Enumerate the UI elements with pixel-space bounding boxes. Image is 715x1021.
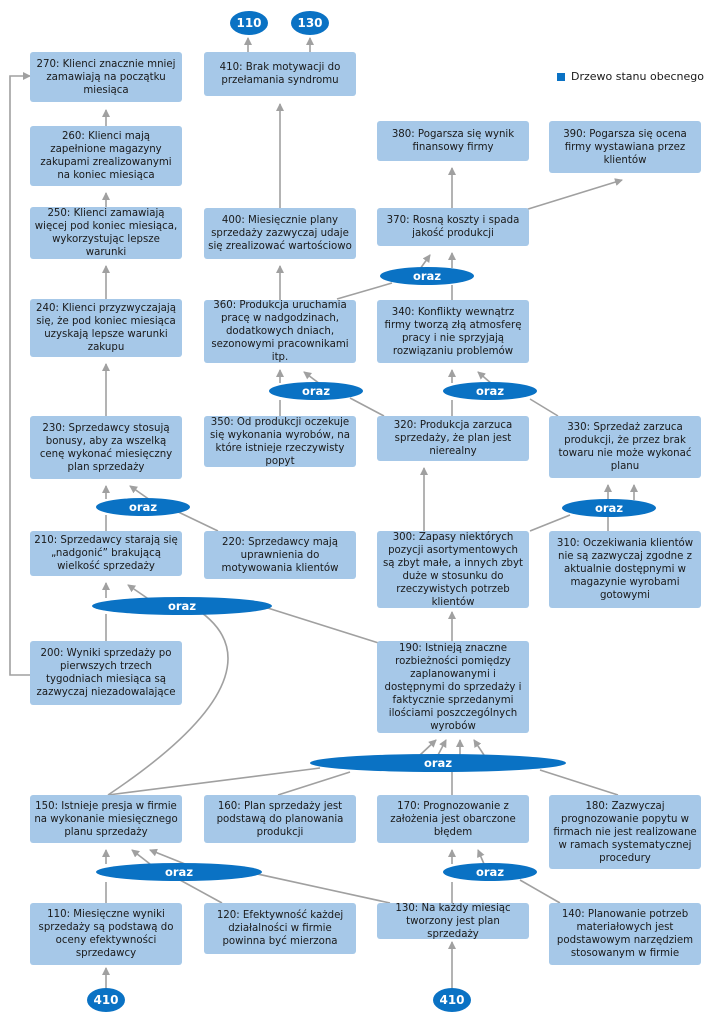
node-410: 410: Brak motywacji do przełamania syndr… (204, 52, 356, 96)
node-360: 360: Produkcja uruchamia pracę w nadgodz… (204, 300, 356, 363)
edge-300-oraz330 (529, 514, 571, 532)
edge-oraz150-150b (131, 849, 151, 865)
node-380: 380: Pogarsza się wynik finansowy firmy (377, 121, 529, 161)
and-oval-340: oraz (443, 382, 537, 400)
legend-label: Drzewo stanu obecnego (571, 70, 704, 83)
and-oval-190: oraz (310, 754, 566, 772)
node-350: 350: Od produkcji oczekuje się wykonania… (204, 416, 356, 467)
and-oval-330: oraz (562, 499, 656, 517)
node-180: 180: Zazwyczaj prognozowanie popytu w fi… (549, 795, 701, 869)
edge-140-oraz170 (519, 879, 561, 904)
edge-200-270-loop (9, 72, 31, 676)
node-390: 390: Pogarsza się ocena firmy wystawiana… (549, 121, 701, 173)
edge-150-oraz210-curve (107, 604, 229, 796)
node-160: 160: Plan sprzedaży jest podstawą do pla… (204, 795, 356, 843)
and-oval-170: oraz (443, 863, 537, 881)
node-140: 140: Planowanie potrzeb materiałowych je… (549, 903, 701, 965)
ref-410-bottom-right: 410 (433, 988, 471, 1012)
node-170: 170: Prognozowanie z założenia jest obar… (377, 795, 529, 843)
and-oval-150: oraz (96, 863, 262, 881)
edge-330-oraz340 (529, 398, 559, 417)
node-270: 270: Klienci znacznie mniej zamawiają na… (30, 52, 182, 102)
edge-oraz190-190a (419, 739, 437, 756)
node-200: 200: Wyniki sprzedaży po pierwszych trze… (30, 641, 182, 705)
edge-120-oraz150 (179, 879, 223, 904)
legend-swatch (557, 72, 565, 81)
node-330: 330: Sprzedaż zarzuca produkcji, że prze… (549, 416, 701, 478)
edge-oraz190-190b (437, 739, 447, 756)
node-240: 240: Klienci przyzwyczajają się, że pod … (30, 299, 182, 357)
node-370: 370: Rosną koszty i spada jakość produkc… (377, 208, 529, 246)
node-190: 190: Istnieją znaczne rozbieżności pomię… (377, 641, 529, 733)
and-oval-370: oraz (380, 267, 474, 285)
edge-oraz190-190d (473, 739, 485, 756)
ref-130-top: 130 (291, 11, 329, 35)
node-120: 120: Efektywność każdej działalności w f… (204, 903, 356, 954)
node-230: 230: Sprzedawcy stosują bonusy, aby za w… (30, 416, 182, 479)
edge-190-oraz210 (254, 603, 386, 646)
ref-410-bottom-left: 410 (87, 988, 125, 1012)
node-220: 220: Sprzedawcy mają uprawnienia do moty… (204, 531, 356, 579)
node-210: 210: Sprzedawcy starają się „nadgonić” b… (30, 531, 182, 576)
node-150: 150: Istnieje presja w firmie na wykonan… (30, 795, 182, 843)
edge-oraz230-230b (129, 485, 151, 501)
edge-160-oraz190 (277, 771, 351, 796)
legend: Drzewo stanu obecnego (557, 70, 704, 83)
edge-360-oraz370 (336, 282, 393, 300)
edge-180-oraz190 (539, 769, 619, 796)
node-130: 130: Na każdy miesiąc tworzony jest plan… (377, 903, 529, 940)
ref-110-top: 110 (230, 11, 268, 35)
node-300: 300: Zapasy niektórych pozycji asortymen… (377, 531, 529, 608)
node-400: 400: Miesięcznie plany sprzedaży zazwycz… (204, 208, 356, 259)
node-310: 310: Oczekiwania klientów nie są zazwycz… (549, 531, 701, 608)
and-oval-210: oraz (92, 597, 272, 615)
node-320: 320: Produkcja zarzuca sprzedaży, że pla… (377, 416, 529, 461)
node-260: 260: Klienci mają zapełnione magazyny za… (30, 126, 182, 186)
edge-150-oraz190 (107, 767, 321, 796)
edge-oraz370-370b (419, 254, 431, 270)
node-340: 340: Konflikty wewnątrz firmy tworzą złą… (377, 300, 529, 363)
edge-320-oraz360 (349, 397, 385, 417)
node-250: 250: Klienci zamawiają więcej pod koniec… (30, 207, 182, 259)
node-110: 110: Miesięczne wyniki sprzedaży są pods… (30, 903, 182, 965)
and-oval-230: oraz (96, 498, 190, 516)
edge-oraz170-170b (477, 849, 485, 865)
and-oval-360: oraz (269, 382, 363, 400)
edge-370-390 (524, 178, 623, 211)
